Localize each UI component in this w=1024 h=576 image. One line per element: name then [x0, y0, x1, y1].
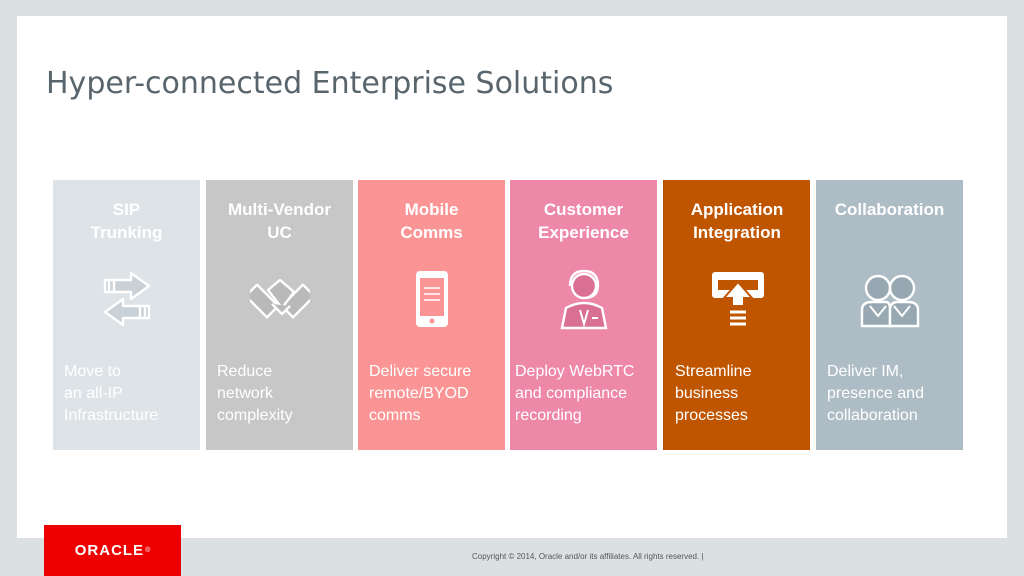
card-application-integration: Application Integration Streamline busin…	[663, 180, 810, 450]
copyright-text: Copyright © 2014, Oracle and/or its affi…	[472, 552, 704, 561]
card-description: Deliver secure remote/BYOD comms	[369, 363, 472, 424]
card-customer-experience: Customer Experience Deploy WebRTC and co…	[510, 180, 657, 450]
headset-agent-icon	[560, 269, 608, 330]
card-title: Mobile Comms	[400, 200, 463, 242]
oracle-logo: ORACLE®	[44, 525, 181, 576]
upload-tray-icon	[712, 272, 764, 326]
smartphone-icon	[416, 271, 448, 327]
card-collaboration: Collaboration Deliver IM, presence and c…	[816, 180, 963, 450]
oracle-logo-text: ORACLE	[74, 542, 145, 559]
card-title: Application Integration	[690, 200, 784, 242]
card-description: Streamline business processes	[675, 363, 752, 424]
card-title: SIP Trunking	[90, 200, 163, 242]
card-multi-vendor-uc: Multi-Vendor UC Reduce network complexit…	[206, 180, 353, 450]
card-description: Deliver IM, presence and collaboration	[827, 363, 924, 424]
card-title: Customer Experience	[538, 200, 629, 242]
registered-mark: ®	[145, 547, 151, 554]
card-title: Collaboration	[834, 200, 945, 219]
card-description: Move to an all-IP Infrastructure	[64, 363, 159, 424]
arrows-exchange-icon	[103, 271, 151, 327]
card-mobile-comms: Mobile Comms Deliver secure remote/BYOD …	[358, 180, 505, 450]
card-description: Reduce network complexity	[217, 363, 293, 424]
handshake-icon	[250, 278, 310, 319]
two-people-icon	[860, 274, 920, 328]
card-sip-trunking: SIP Trunking Move to an all-IP Infrastru…	[53, 180, 200, 450]
card-description: Deploy WebRTC and compliance recording	[515, 363, 635, 424]
card-title: Multi-Vendor UC	[228, 200, 331, 242]
slide-title: Hyper-connected Enterprise Solutions	[46, 66, 614, 101]
